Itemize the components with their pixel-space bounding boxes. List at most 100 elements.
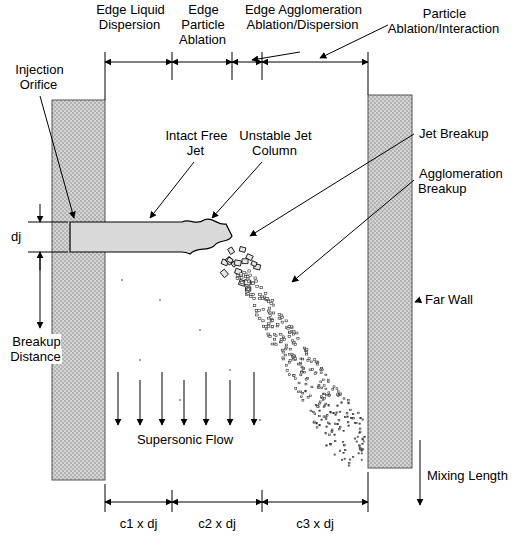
particle [265,326,267,328]
particle [319,401,321,402]
particle [281,321,283,323]
particle [348,465,349,466]
particle [359,428,361,429]
label-text: Far Wall [424,292,474,307]
particle [314,359,316,361]
label-text: Injection Orifice [14,62,63,92]
particle [304,347,306,349]
particle [247,280,250,282]
particle [316,363,318,365]
particle [302,358,304,360]
flow-label: Supersonic Flow [110,432,260,447]
particle [335,414,337,415]
particle [336,412,338,413]
far-wall [368,95,412,468]
particle [361,450,362,451]
particle [292,342,294,344]
particle [318,384,320,386]
particle [308,358,310,360]
particle [316,427,318,428]
leader-line [28,222,68,223]
leader-line [368,472,369,512]
particle [361,453,362,454]
particle [277,323,279,325]
particle [321,397,323,398]
particle [254,277,257,279]
particle [341,402,343,403]
leader-line [40,256,41,328]
particle [346,413,348,414]
particle [249,274,252,276]
particle [315,372,317,374]
particle [288,374,290,376]
particle [297,337,299,339]
particle [343,445,345,446]
particle [319,424,321,425]
leader-line [28,252,68,253]
jet-fragments [220,247,261,292]
particle [338,420,340,421]
particle [360,431,362,432]
particle [284,354,286,356]
particle [362,439,363,440]
particle [348,400,350,401]
particle [291,327,293,329]
particle [331,431,333,432]
particle [336,388,338,389]
leader-line [292,180,414,282]
particle [270,303,273,305]
leader-line [105,484,106,512]
particle [319,403,321,404]
particle [298,382,300,384]
particle [273,338,275,340]
particle [314,413,316,414]
fragment [251,261,257,267]
particle [261,297,264,299]
particle [353,418,355,419]
particle [262,308,265,310]
particle [338,429,340,430]
particle [321,369,323,371]
particle [240,281,243,283]
particle [271,343,273,345]
particle [290,326,292,328]
particle [267,310,269,312]
particle [268,323,270,325]
leader-line [368,52,369,95]
particle [318,387,320,389]
particle [267,333,269,335]
particle [323,416,325,417]
particle [262,320,264,322]
particle [273,333,275,335]
particle [358,453,359,454]
particle [295,388,297,390]
particle [328,392,330,393]
particle [262,326,264,328]
particle [334,454,336,455]
particle [305,379,307,381]
particle [321,367,323,369]
particle [256,285,259,287]
particle [313,421,315,422]
particle [271,299,274,301]
particle [280,338,282,340]
particle [289,331,291,333]
particle [275,344,277,346]
fragment [234,268,242,275]
particle [334,423,336,424]
particle [253,297,256,299]
particle [240,277,243,279]
particle [337,405,339,406]
label-text: Mixing Length [426,468,509,483]
particle [327,379,329,381]
dimension-label: c2 x dj [172,516,262,531]
particle [327,381,329,383]
label-text: Jet Breakup [418,126,489,141]
particle [247,288,250,290]
particle [350,409,352,410]
particle [255,280,258,282]
particle [323,406,325,407]
particle [312,369,314,371]
stray-droplet [179,399,181,401]
particle-spray [121,270,365,466]
